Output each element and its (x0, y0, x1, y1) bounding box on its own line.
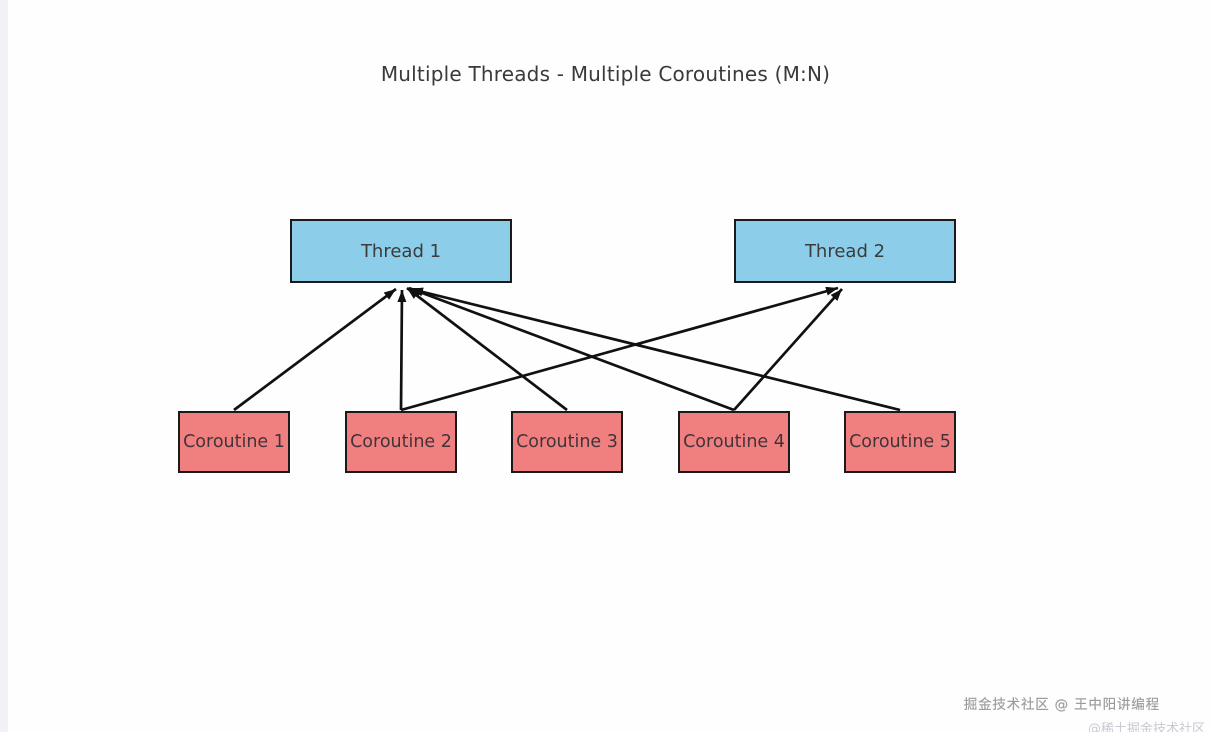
left-edge-strip (0, 0, 8, 732)
watermark-faint-text: @稀土掘金技术社区 (1088, 722, 1206, 732)
thread-2-node: Thread 2 (734, 219, 956, 283)
arrow-coroutine1-to-thread1 (233, 287, 397, 412)
arrow-coroutine2-to-thread1 (397, 289, 407, 411)
arrow-coroutine5-to-thread1 (410, 287, 901, 412)
coroutine-5-node: Coroutine 5 (844, 411, 956, 473)
arrow-coroutine3-to-thread1 (406, 286, 568, 412)
arrow-coroutine4-to-thread1 (408, 286, 735, 412)
coroutine-4-node: Coroutine 4 (678, 411, 790, 473)
coroutine-3-node: Coroutine 3 (511, 411, 623, 473)
arrow-coroutine4-to-thread2 (732, 288, 844, 411)
coroutine-1-node: Coroutine 1 (178, 411, 290, 473)
arrow-coroutine2-to-thread2 (400, 286, 839, 412)
thread-1-node: Thread 1 (290, 219, 512, 283)
diagram-title: Multiple Threads - Multiple Coroutines (… (380, 62, 831, 86)
watermark-text: 掘金技术社区 @ 王中阳讲编程 (963, 697, 1160, 713)
coroutine-2-node: Coroutine 2 (345, 411, 457, 473)
